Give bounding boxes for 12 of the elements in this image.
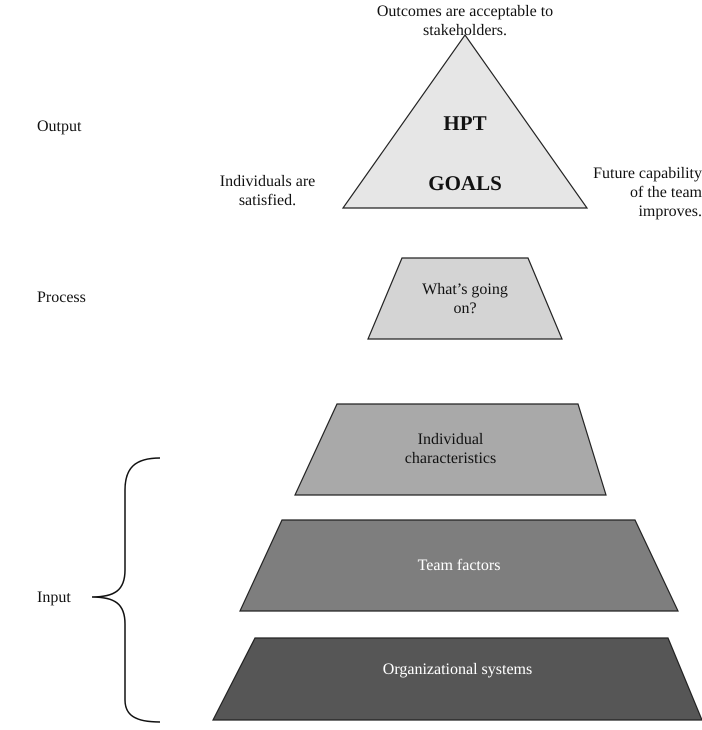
tier-label: What’s going on? xyxy=(421,280,509,318)
goal-heading: HPT xyxy=(442,111,488,135)
level-label: Input xyxy=(37,588,71,607)
tier-label: Organizational systems xyxy=(382,660,534,679)
level-label: Process xyxy=(37,288,86,307)
tier-label: Individual characteristics xyxy=(404,430,498,468)
goal-caption: Future capability of the team improves. xyxy=(592,164,702,221)
goal-caption: Individuals are satisfied. xyxy=(218,172,316,210)
level-label: Output xyxy=(37,117,82,136)
goal-caption: Outcomes are acceptable to stakeholders. xyxy=(376,2,554,40)
tier-label: Team factors xyxy=(416,556,502,575)
goal-heading: GOALS xyxy=(427,171,503,195)
